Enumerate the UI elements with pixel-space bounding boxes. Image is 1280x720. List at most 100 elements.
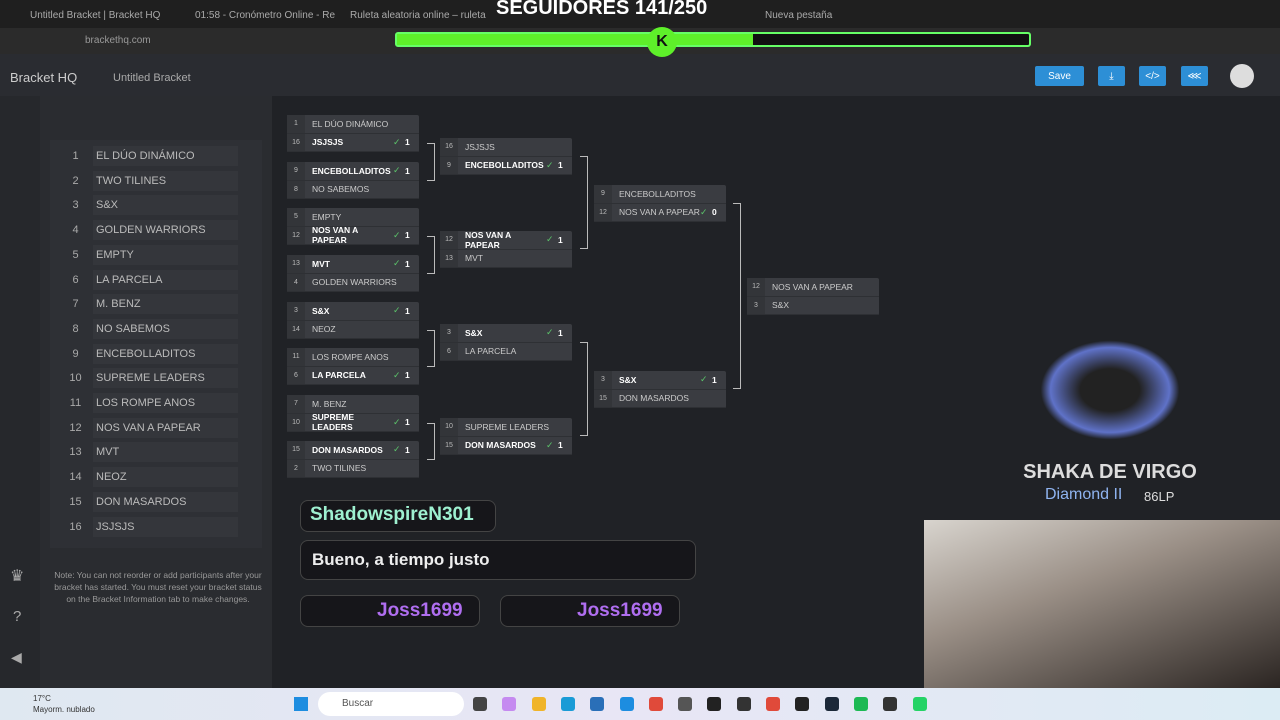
taskbar-app-icon[interactable] [648, 697, 663, 711]
check-icon: ✓ [700, 206, 708, 217]
taskbar-app-icon[interactable] [531, 697, 546, 711]
taskbar-app-icon[interactable] [678, 697, 693, 711]
taskbar-app-icon[interactable] [766, 697, 780, 711]
seed: 14 [287, 320, 305, 338]
tab-bracket[interactable]: Untitled Bracket | Bracket HQ [30, 9, 161, 21]
crown-icon[interactable]: ♛ [10, 568, 25, 585]
tab-new[interactable]: Nueva pestaña [765, 9, 833, 21]
check-icon: ✓ [700, 374, 708, 385]
start-icon[interactable] [294, 697, 308, 711]
save-button[interactable]: Save [1035, 66, 1084, 86]
tab-roulette[interactable]: Ruleta aleatoria online – ruleta [350, 9, 486, 21]
search-box[interactable]: Buscar [318, 692, 464, 716]
avatar[interactable] [1230, 64, 1254, 88]
seed: 15 [594, 389, 612, 407]
match-slot[interactable]: 14 NEOZ [287, 320, 419, 339]
taskbar-app-icon[interactable] [560, 697, 575, 711]
taskbar-app-icon[interactable] [853, 697, 868, 711]
team-name: NEOZ [312, 324, 336, 335]
taskbar-app-icon[interactable] [912, 697, 927, 711]
taskbar-app-icon[interactable] [619, 697, 634, 711]
collapse-icon[interactable]: ◀ [11, 649, 22, 665]
taskbar-app-icon[interactable] [707, 697, 722, 711]
tab-stopwatch[interactable]: 01:58 - Cronómetro Online - Re [195, 9, 336, 21]
share-button[interactable]: ⋘ [1181, 66, 1208, 86]
taskbar-app-icon[interactable] [502, 697, 517, 711]
bracket-title[interactable]: Untitled Bracket [113, 72, 191, 84]
seed: 6 [440, 342, 458, 360]
embed-button[interactable]: </> [1139, 66, 1166, 86]
taskbar-app-icon[interactable] [883, 697, 898, 711]
app-header: Bracket HQ Untitled Bracket [0, 54, 1280, 96]
download-button[interactable]: ⤓ [1098, 66, 1125, 86]
team-name: S&X [619, 374, 637, 385]
help-icon[interactable]: ? [13, 608, 22, 625]
taskbar-app-icon[interactable] [473, 697, 487, 711]
taskbar-app-icon[interactable] [824, 697, 839, 711]
taskbar-app-icon[interactable] [590, 697, 605, 711]
taskbar-app-icon[interactable] [736, 697, 751, 711]
taskbar-app-icon[interactable] [795, 697, 810, 711]
